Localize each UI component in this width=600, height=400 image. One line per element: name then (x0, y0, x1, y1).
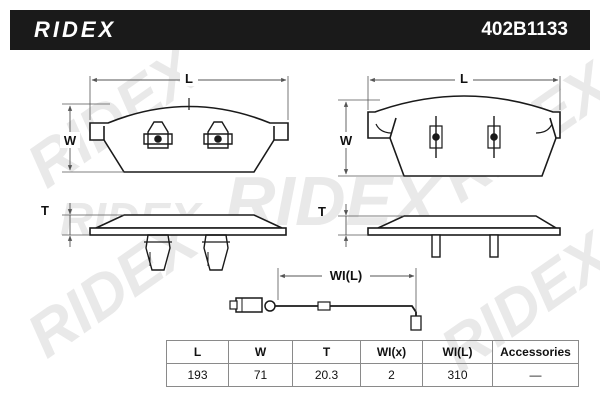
table-header-cell: L (166, 340, 229, 364)
table-cell: 71 (228, 363, 293, 387)
table-cell: 310 (422, 363, 493, 387)
left-pad-side-view (89, 214, 287, 271)
right-width-dimension: W (336, 99, 404, 177)
table-header-row: L W T WI(x) WI(L) Accessories (166, 340, 579, 364)
left-thickness-dimension: T (41, 203, 124, 247)
left-width-dimension: W (60, 103, 124, 173)
thickness-label: T (318, 204, 326, 219)
table-cell: 193 (166, 363, 229, 387)
table-row: 193 71 20.3 2 310 — (166, 363, 579, 387)
right-length-dimension: L (367, 70, 561, 110)
table-header-cell: T (292, 340, 361, 364)
table-header-cell: WI(L) (422, 340, 493, 364)
part-number: 402B1133 (481, 19, 568, 40)
table-cell: 2 (360, 363, 423, 387)
wear-sensor (229, 297, 422, 331)
width-label: W (64, 133, 77, 148)
brand-logo: RIDEX (34, 17, 117, 42)
table-cell: 20.3 (292, 363, 361, 387)
header-bar: RIDEX 402B1133 (10, 10, 590, 50)
right-thickness-dimension: T (318, 204, 404, 247)
table-header-cell: WI(x) (360, 340, 423, 364)
table-header-cell: W (228, 340, 293, 364)
table-header-cell: Accessories (492, 340, 579, 364)
brand-watermark: RIDEX RIDEX RIDEX RIDEX RIDEX RIDEX (15, 34, 600, 386)
left-pad-top-view (89, 98, 289, 173)
left-length-dimension: L (89, 70, 289, 120)
sensor-length-label: WI(L) (330, 268, 362, 283)
sensor-length-dimension: WI(L) (277, 266, 417, 312)
table-cell: — (492, 363, 579, 387)
spec-table: L W T WI(x) WI(L) Accessories 193 71 20.… (166, 340, 579, 387)
width-label: W (340, 133, 353, 148)
length-label: L (185, 71, 193, 86)
right-pad-top-view (367, 95, 561, 177)
length-label: L (460, 71, 468, 86)
thickness-label: T (41, 203, 49, 218)
right-pad-side-view (367, 215, 561, 258)
